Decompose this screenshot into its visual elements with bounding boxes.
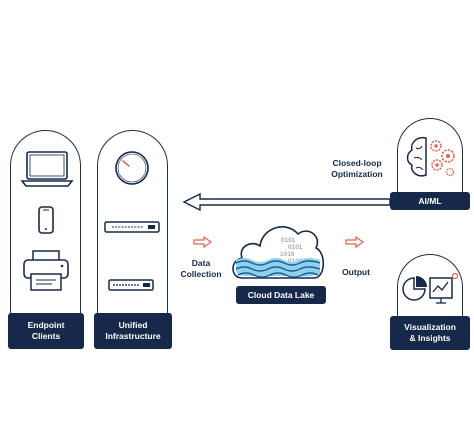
smartphone-icon [38,206,54,234]
aiml-label: AI/ML [390,192,470,210]
visualization-icon [402,272,459,304]
closed-loop-label-line1: Closed-loop [332,158,382,168]
network-switch-icon [104,221,160,233]
unified-infrastructure-label-line2: Infrastructure [105,331,161,341]
lake-binary-3: 1010 [280,251,295,258]
endpoint-clients-label-line2: Clients [31,331,61,341]
closed-loop-arrow [182,192,391,212]
unified-infrastructure-label-line1: Unified [118,320,148,330]
visualization-label-line2: & Insights [409,333,451,343]
cloud-data-lake-icon: 0101 0101 1010 0101 [232,226,325,279]
closed-loop-label-line2: Optimization [331,169,383,179]
output-arrow [345,235,365,249]
lake-binary-2: 0101 [288,244,303,251]
access-point-icon [115,151,149,185]
visualization-label-line1: Visualization [404,322,456,332]
laptop-icon [20,151,74,187]
data-collection-label: Data Collection [173,258,229,280]
data-collection-label-line1: Data [191,258,211,268]
cloud-data-lake-label-text: Cloud Data Lake [247,289,315,300]
endpoint-clients-label: Endpoint Clients [8,313,84,349]
closed-loop-label: Closed-loop Optimization [320,158,394,180]
printer-icon [23,250,69,291]
aiml-label-text: AI/ML [418,195,442,206]
endpoint-clients-label-line1: Endpoint [27,320,65,330]
lake-binary-1: 0101 [281,237,296,244]
brain-gears-icon [406,136,455,177]
cloud-data-lake-label: Cloud Data Lake [236,286,326,304]
network-gateway-icon [108,279,154,291]
output-label: Output [342,267,370,277]
visualization-label: Visualization & Insights [390,316,470,350]
data-collection-label-line2: Collection [180,269,222,279]
unified-infrastructure-label: Unified Infrastructure [94,313,172,349]
data-collection-arrow [193,235,213,249]
lake-binary-4: 0101 [288,258,303,265]
